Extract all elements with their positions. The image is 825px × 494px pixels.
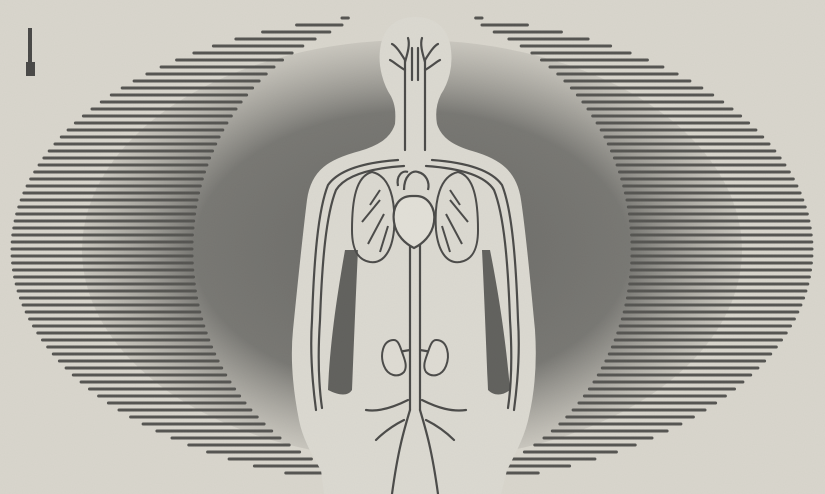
vintage-anatomy-illustration <box>0 0 825 494</box>
paper-grain <box>0 0 825 494</box>
